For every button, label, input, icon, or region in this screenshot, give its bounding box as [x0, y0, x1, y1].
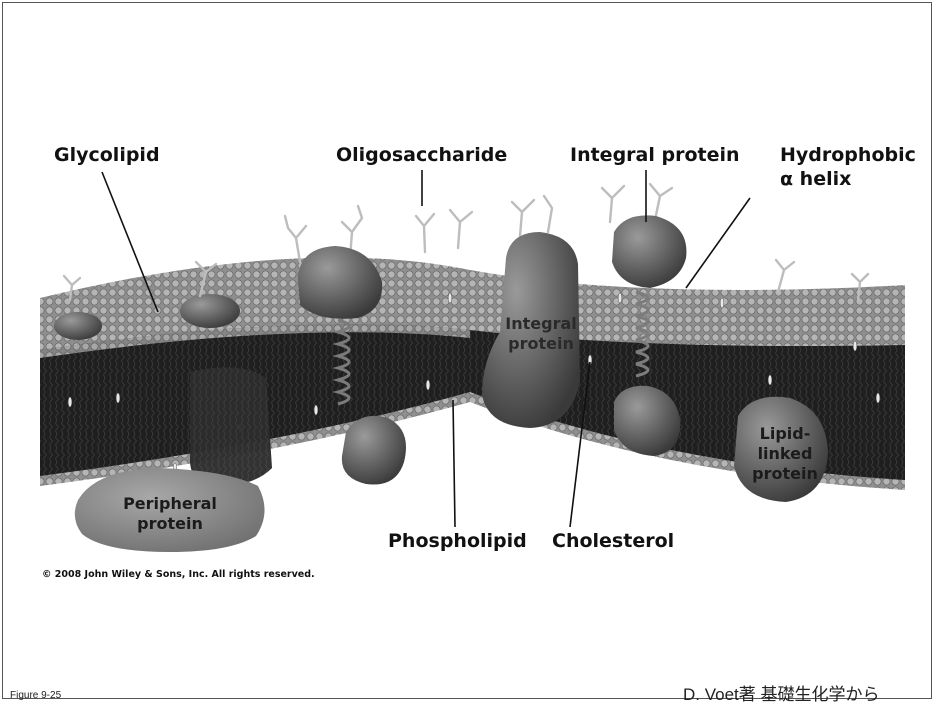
label-lipid-linked-line1: Lipid- [740, 424, 830, 443]
source-credit: D. Voet著 基礎生化学から [683, 680, 879, 705]
label-lipid-linked-line2: linked [740, 444, 830, 463]
label-phospholipid: Phospholipid [388, 530, 527, 552]
label-hydrophobic-line1: Hydrophobic [780, 144, 916, 166]
surface-blob-left [54, 312, 102, 340]
label-integral-inner-line2: protein [498, 334, 584, 353]
figure-number: Figure 9-25 [10, 690, 61, 701]
copyright-notice: © 2008 John Wiley & Sons, Inc. All right… [42, 569, 315, 580]
left-integral-protein-top [298, 246, 382, 319]
surface-blob-glycolipid [180, 294, 240, 328]
label-peripheral-protein-line1: Peripheral [120, 494, 220, 513]
left-integral-protein-bottom [342, 416, 406, 485]
label-oligosaccharide: Oligosaccharide [336, 144, 507, 166]
label-lipid-linked-line3: protein [740, 464, 830, 483]
right-integral-protein-top [612, 215, 686, 288]
label-peripheral-protein-line2: protein [120, 514, 220, 533]
label-glycolipid: Glycolipid [54, 144, 160, 166]
label-integral-inner-line1: Integral [498, 314, 584, 333]
label-integral-protein: Integral protein [570, 144, 740, 166]
label-cholesterol: Cholesterol [552, 530, 674, 552]
label-hydrophobic-line2: α helix [780, 168, 851, 190]
